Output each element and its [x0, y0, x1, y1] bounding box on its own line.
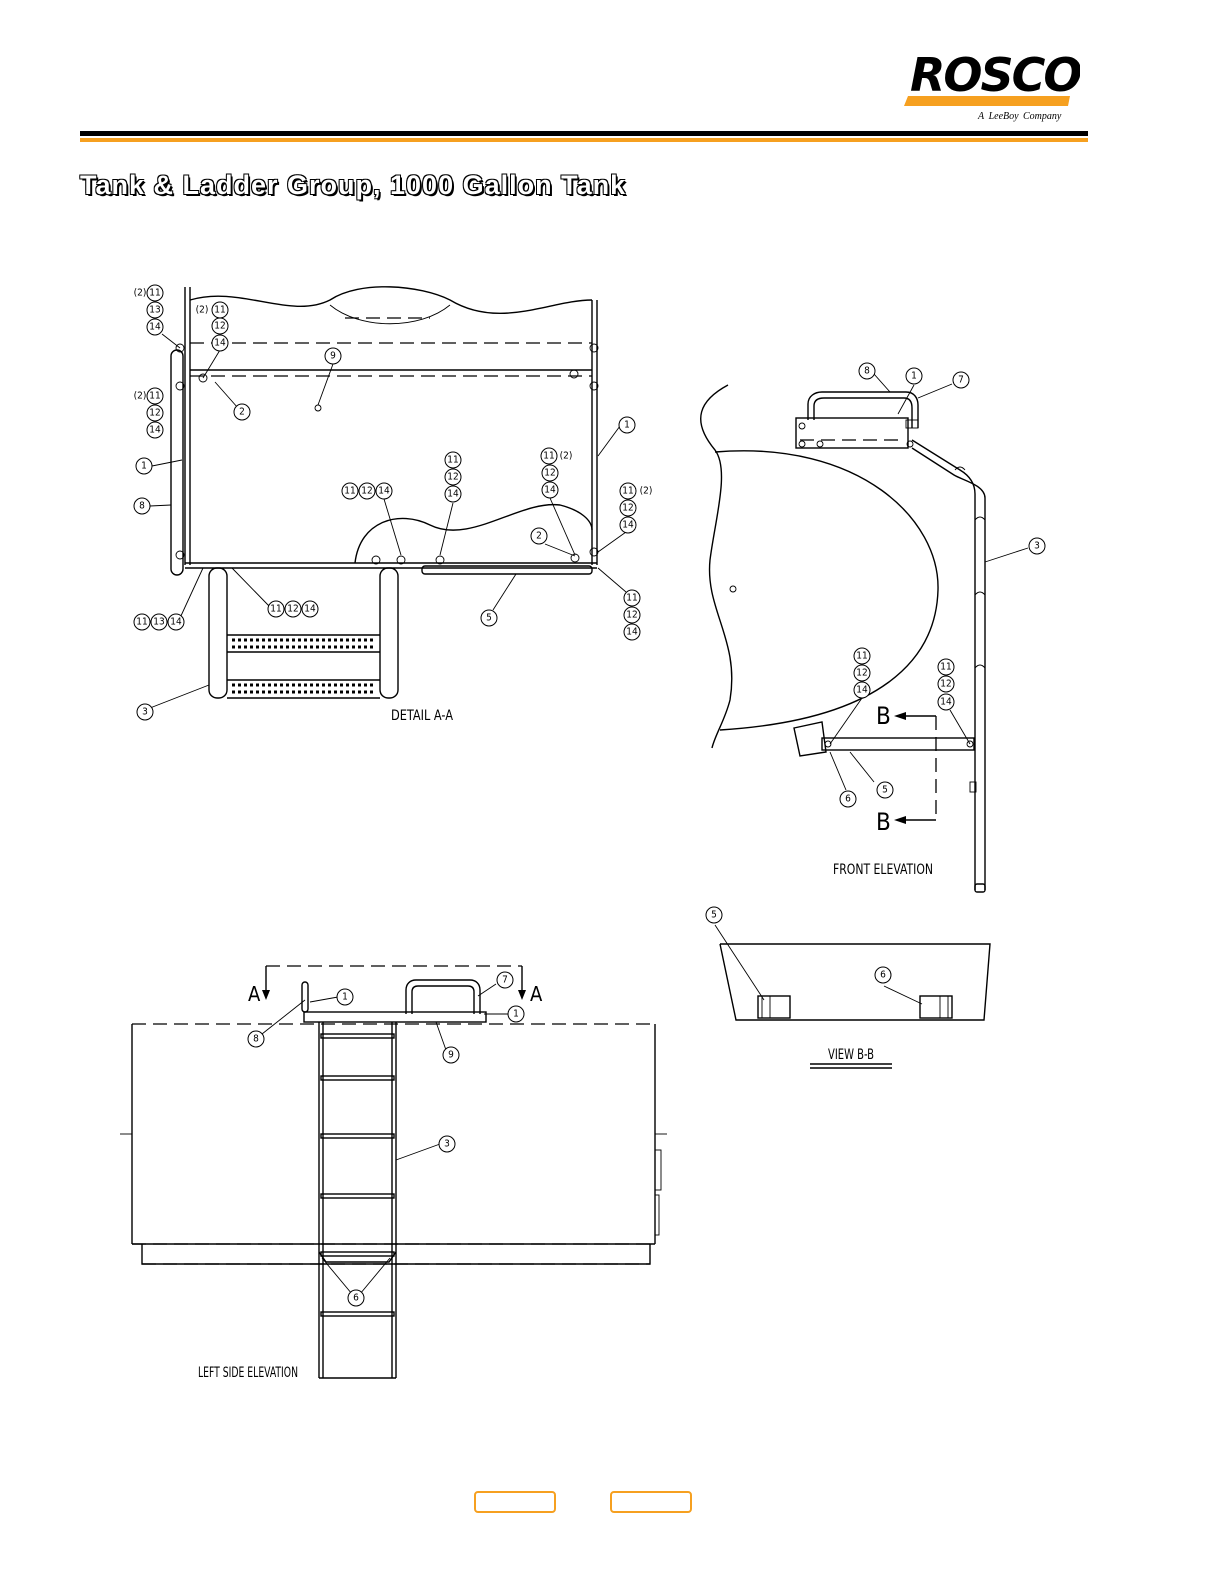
svg-text:5: 5: [882, 785, 888, 796]
svg-text:11: 11: [136, 617, 147, 628]
svg-text:11: 11: [543, 451, 554, 462]
svg-text:14: 14: [940, 697, 952, 708]
svg-text:1: 1: [911, 371, 917, 382]
svg-text:11: 11: [214, 305, 225, 316]
view-bb-label: VIEW B-B: [828, 1047, 874, 1063]
svg-text:11: 11: [149, 391, 160, 402]
section-b-bottom-marker: B: [876, 808, 891, 836]
svg-text:12: 12: [544, 468, 555, 479]
svg-text:11: 11: [940, 662, 951, 673]
left-side-elevation-label: LEFT SIDE ELEVATION: [198, 1365, 298, 1381]
next-page-button[interactable]: [610, 1491, 692, 1513]
svg-text:8: 8: [864, 366, 870, 377]
svg-text:14: 14: [622, 520, 634, 531]
svg-text:12: 12: [361, 486, 372, 497]
svg-text:2: 2: [239, 407, 245, 418]
front-elevation-label: FRONT ELEVATION: [833, 862, 933, 878]
svg-text:12: 12: [856, 668, 867, 679]
svg-text:9: 9: [448, 1050, 454, 1061]
svg-text:12: 12: [287, 604, 298, 615]
svg-text:11: 11: [149, 288, 160, 299]
svg-text:14: 14: [626, 627, 638, 638]
svg-text:14: 14: [149, 322, 161, 333]
svg-text:(2): (2): [640, 486, 653, 497]
svg-text:6: 6: [880, 970, 886, 981]
svg-text:3: 3: [142, 707, 148, 718]
svg-text:12: 12: [940, 679, 951, 690]
svg-text:3: 3: [444, 1139, 450, 1150]
svg-text:9: 9: [330, 351, 336, 362]
svg-text:8: 8: [253, 1034, 259, 1045]
svg-text:8: 8: [139, 501, 145, 512]
svg-text:11: 11: [622, 486, 633, 497]
svg-text:14: 14: [214, 338, 226, 349]
svg-text:11: 11: [626, 593, 637, 604]
svg-text:14: 14: [304, 604, 316, 615]
svg-text:12: 12: [149, 408, 160, 419]
svg-text:11: 11: [270, 604, 281, 615]
svg-text:3: 3: [1034, 541, 1040, 552]
svg-text:1: 1: [342, 992, 348, 1003]
svg-text:14: 14: [447, 489, 459, 500]
svg-text:11: 11: [447, 455, 458, 466]
svg-text:14: 14: [856, 685, 868, 696]
section-a-right-marker: A: [530, 982, 543, 1006]
svg-text:1: 1: [513, 1009, 519, 1020]
front-elevation-view: [701, 374, 1028, 892]
svg-text:14: 14: [149, 425, 161, 436]
svg-text:5: 5: [486, 613, 492, 624]
svg-text:11: 11: [344, 486, 355, 497]
svg-text:13: 13: [153, 617, 164, 628]
svg-text:11: 11: [856, 651, 867, 662]
left-side-elevation-view: [120, 966, 667, 1378]
svg-text:14: 14: [544, 485, 556, 496]
svg-text:7: 7: [958, 375, 964, 386]
svg-text:6: 6: [353, 1293, 359, 1304]
view-labels: DETAIL A-A FRONT ELEVATION VIEW B-B LEFT…: [198, 702, 933, 1381]
section-b-top-marker: B: [876, 702, 891, 730]
svg-text:14: 14: [378, 486, 390, 497]
section-a-left-marker: A: [248, 982, 261, 1006]
svg-text:12: 12: [214, 321, 225, 332]
svg-text:1: 1: [141, 461, 147, 472]
svg-text:2: 2: [536, 531, 542, 542]
svg-text:(2): (2): [560, 451, 573, 462]
svg-text:13: 13: [149, 305, 160, 316]
detail-aa-label: DETAIL A-A: [391, 708, 453, 724]
svg-text:12: 12: [622, 503, 633, 514]
svg-text:(2): (2): [196, 305, 209, 316]
svg-text:(2): (2): [134, 391, 147, 402]
svg-text:12: 12: [626, 610, 637, 621]
svg-text:6: 6: [845, 794, 851, 805]
svg-text:5: 5: [711, 910, 717, 921]
svg-text:7: 7: [502, 975, 508, 986]
prev-page-button[interactable]: [474, 1491, 556, 1513]
svg-text:12: 12: [447, 472, 458, 483]
svg-text:14: 14: [170, 617, 182, 628]
svg-text:1: 1: [624, 420, 630, 431]
svg-text:(2): (2): [134, 288, 147, 299]
